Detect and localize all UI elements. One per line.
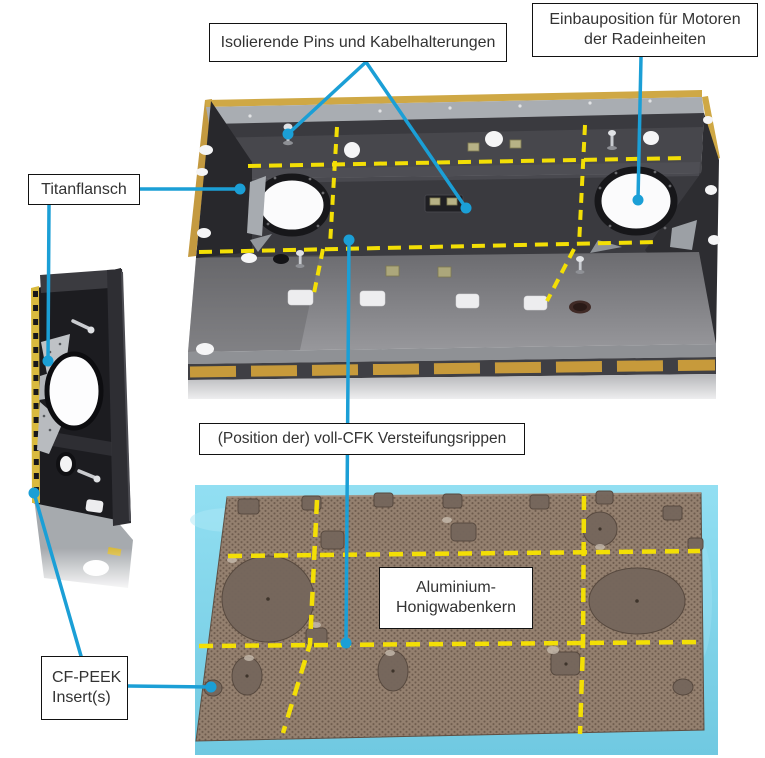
- side-panel-photo: [28, 268, 138, 592]
- structure-interior-photo: [188, 90, 720, 399]
- isolating-pin: [71, 319, 95, 334]
- callout-isolating-pins: Isolierende Pins und Kabelhalterungen: [209, 23, 507, 62]
- motor-cutout-left: [253, 173, 331, 237]
- isolating-pin: [295, 250, 305, 268]
- callout-titanium-flange: Titanflansch: [28, 174, 140, 205]
- isolating-pin: [607, 130, 617, 150]
- callout-cfk-stiffening-ribs: (Position der) voll-CFK Versteifungsripp…: [199, 423, 525, 455]
- callout-aluminium-honeycomb-core: Aluminium- Honigwabenkern: [379, 567, 533, 629]
- rib-marking-lines: [198, 495, 705, 735]
- honeycomb-panel-photo: [190, 485, 718, 755]
- isolating-pin: [575, 256, 585, 274]
- callout-motor-mount-position: Einbauposition für Motoren der Radeinhei…: [532, 3, 758, 57]
- leader-dots: [28, 128, 644, 693]
- cable-holder-bracket: [424, 194, 464, 213]
- leader-lines: [32, 55, 643, 689]
- rib-marking-lines: [198, 124, 687, 302]
- callout-cf-peek-inserts: CF-PEEK Insert(s): [41, 656, 128, 720]
- isolating-pin: [77, 469, 101, 483]
- panel-cutout: [44, 351, 104, 431]
